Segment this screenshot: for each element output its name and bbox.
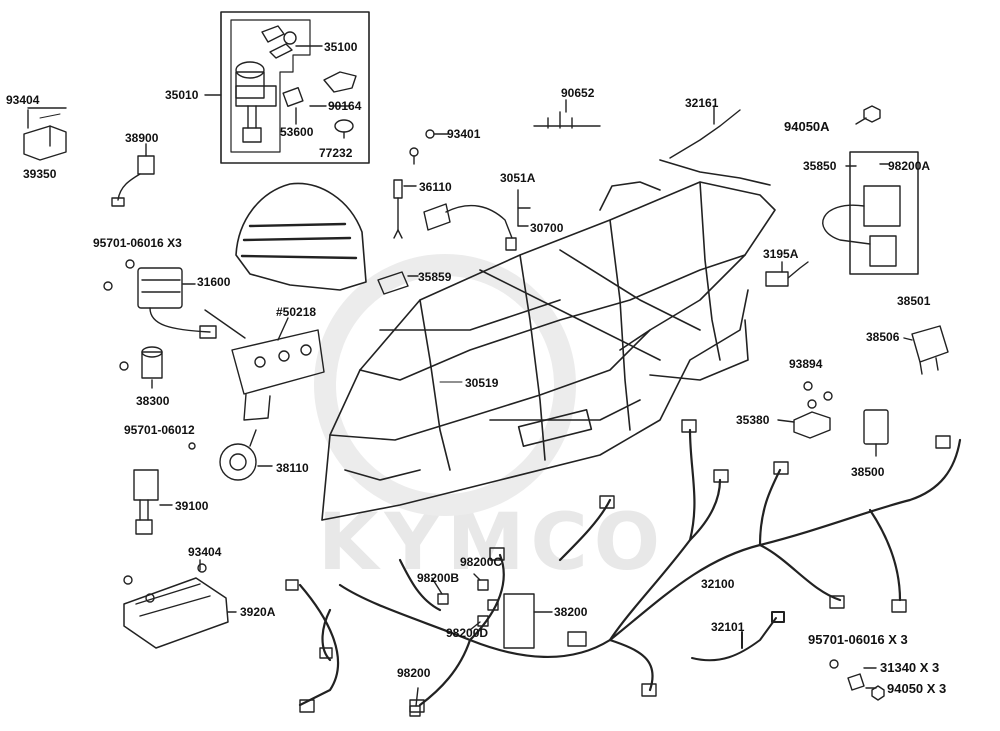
label-95701-06016-x3-bottom: 95701-06016 X 3 bbox=[808, 632, 908, 647]
part-38300 bbox=[119, 346, 163, 389]
label-38900: 38900 bbox=[125, 131, 159, 145]
label-98200A: 98200A bbox=[888, 159, 931, 173]
label-39350: 39350 bbox=[23, 167, 57, 181]
label-98200B: 98200B bbox=[417, 571, 460, 585]
label-38200: 38200 bbox=[554, 605, 588, 619]
label-77232: 77232 bbox=[319, 146, 353, 160]
label-93404-bottom: 93404 bbox=[188, 545, 222, 559]
ignition-switch-box bbox=[204, 11, 370, 164]
label-35010: 35010 bbox=[165, 88, 199, 102]
harness-connectors bbox=[285, 419, 951, 713]
label-93401: 93401 bbox=[447, 127, 481, 141]
label-31600: 31600 bbox=[197, 275, 231, 289]
clip-90652 bbox=[533, 99, 601, 129]
label-38506: 38506 bbox=[866, 330, 900, 344]
label-50218: #50218 bbox=[276, 305, 317, 319]
label-32100: 32100 bbox=[701, 577, 735, 591]
relay-39100 bbox=[133, 469, 173, 535]
bracket-50218 bbox=[231, 317, 325, 421]
front-cover bbox=[235, 182, 367, 291]
wiring-harness-32100 bbox=[298, 428, 962, 707]
starter-relay-35850 bbox=[822, 151, 919, 275]
label-38501: 38501 bbox=[897, 294, 931, 308]
label-3051A: 3051A bbox=[500, 171, 536, 185]
sensor-35380 bbox=[777, 381, 833, 439]
label-30700: 30700 bbox=[530, 221, 564, 235]
label-35859: 35859 bbox=[418, 270, 452, 284]
label-98200D: 98200D bbox=[446, 626, 489, 640]
label-3195A: 3195A bbox=[763, 247, 799, 261]
label-39100: 39100 bbox=[175, 499, 209, 513]
label-35380: 35380 bbox=[736, 413, 770, 427]
label-90652: 90652 bbox=[561, 86, 595, 100]
horn-38110 bbox=[188, 429, 273, 481]
label-93894: 93894 bbox=[789, 357, 823, 371]
label-94050A: 94050A bbox=[784, 119, 830, 134]
part-36110 bbox=[393, 179, 417, 239]
cable-32161 bbox=[669, 105, 741, 159]
part-3195A bbox=[765, 261, 809, 287]
label-30519: 30519 bbox=[465, 376, 499, 390]
label-38300: 38300 bbox=[136, 394, 170, 408]
part-38500 bbox=[863, 409, 889, 457]
label-98200C: 98200C bbox=[460, 555, 503, 569]
fuses-98200 bbox=[409, 573, 499, 717]
label-90164: 90164 bbox=[328, 99, 362, 113]
part-35859 bbox=[377, 271, 409, 295]
ignition-coil-30700 bbox=[423, 189, 531, 251]
label-32101: 32101 bbox=[711, 620, 745, 634]
label-93404-top: 93404 bbox=[6, 93, 40, 107]
nut-94050A bbox=[863, 105, 881, 123]
fuse-box-38200 bbox=[503, 593, 535, 649]
label-38110: 38110 bbox=[276, 461, 309, 475]
bolt-93401 bbox=[409, 129, 449, 165]
label-35850: 35850 bbox=[803, 159, 837, 173]
label-36110: 36110 bbox=[419, 180, 452, 194]
label-3920A: 3920A bbox=[240, 605, 276, 619]
regulator-31600 bbox=[103, 259, 246, 339]
relay-38501 bbox=[903, 325, 949, 375]
fasteners-bottom-right bbox=[829, 659, 885, 701]
label-32161: 32161 bbox=[685, 96, 719, 110]
label-98200: 98200 bbox=[397, 666, 431, 680]
ecu-3920A bbox=[123, 559, 237, 649]
cable-32101 bbox=[691, 611, 785, 662]
label-95701-06012: 95701-06012 bbox=[124, 423, 195, 437]
label-31340-x3: 31340 X 3 bbox=[880, 660, 940, 675]
sensor-38900 bbox=[111, 143, 155, 207]
label-95701-06016-x3-top: 95701-06016 X3 bbox=[93, 236, 182, 250]
vehicle-frame bbox=[321, 159, 776, 521]
label-53600: 53600 bbox=[280, 125, 314, 139]
label-38500: 38500 bbox=[851, 465, 885, 479]
sensor-39350 bbox=[23, 107, 67, 161]
label-35100: 35100 bbox=[324, 40, 358, 54]
label-94050-x3: 94050 X 3 bbox=[887, 681, 947, 696]
leader-lines bbox=[39, 113, 463, 383]
